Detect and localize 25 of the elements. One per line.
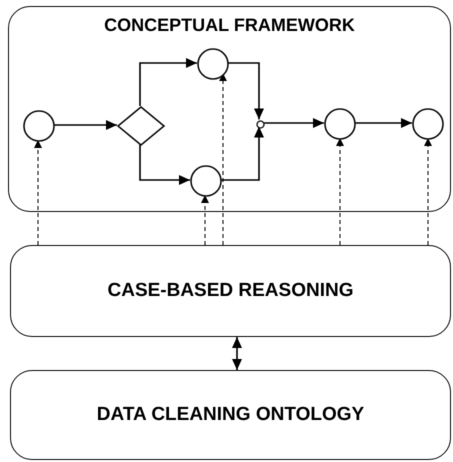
circle-node — [191, 166, 221, 196]
diamond — [118, 107, 164, 145]
process-box — [10, 370, 451, 460]
dashed-arrow — [201, 194, 209, 246]
dashed-arrow — [34, 140, 42, 246]
dashed-arrow — [424, 137, 432, 246]
dashed-arrow — [336, 137, 344, 246]
circle-node — [325, 109, 355, 139]
box-title: CONCEPTUAL FRAMEWORK — [104, 15, 355, 36]
process-box — [10, 245, 451, 337]
box-title: DATA CLEANING ONTOLOGY — [96, 404, 364, 426]
junction-circle — [256, 120, 264, 128]
arrow — [139, 58, 197, 106]
circle-node — [413, 109, 443, 139]
framework-container — [8, 6, 451, 212]
arrow — [262, 118, 324, 128]
arrow — [354, 118, 412, 128]
dashed-arrow — [219, 72, 227, 246]
arrow — [53, 120, 117, 130]
arrow — [139, 144, 190, 185]
circle-node — [24, 111, 54, 141]
box-title: CASE-BASED REASONING — [108, 280, 354, 302]
arrow — [232, 337, 242, 370]
circle-node — [198, 49, 228, 79]
arrow — [227, 62, 264, 120]
